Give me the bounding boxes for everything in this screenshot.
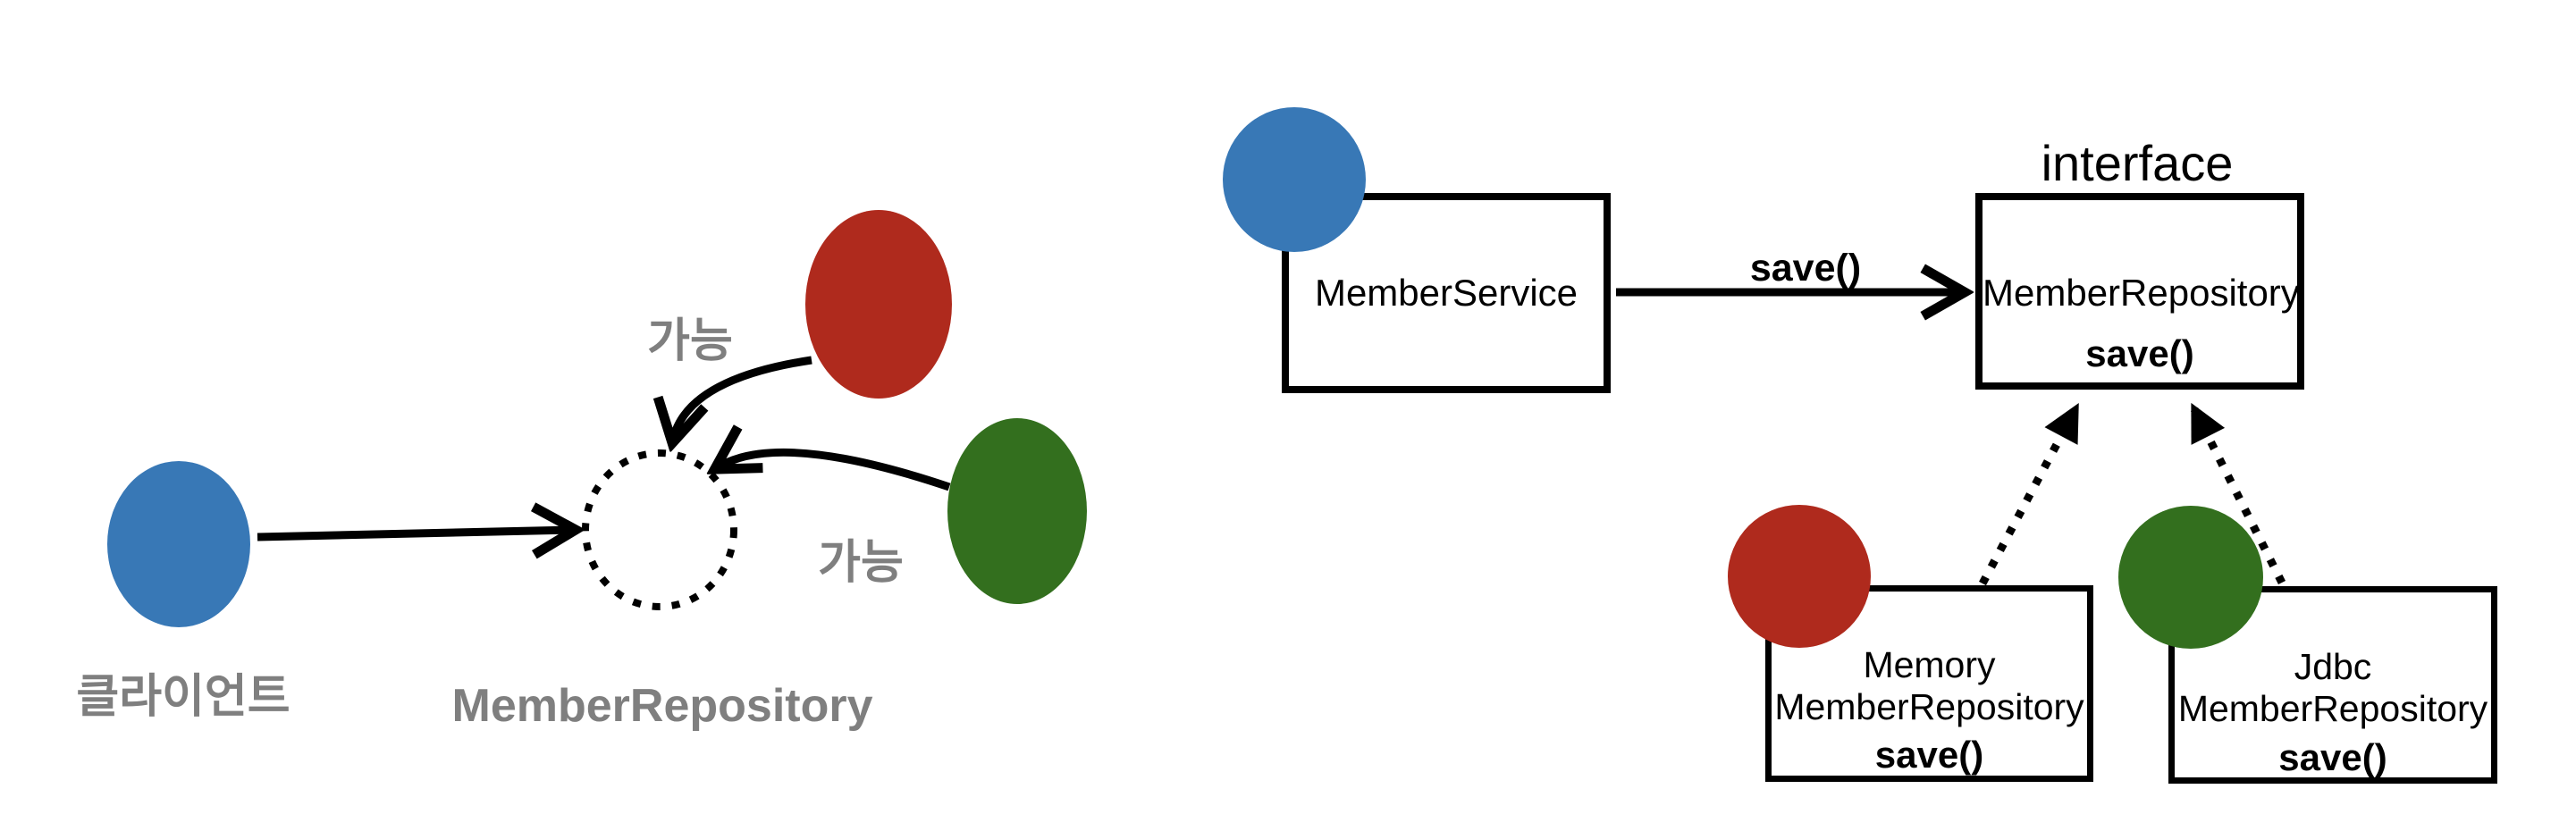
abstract-repository-dotted-circle — [582, 449, 737, 610]
member-service-title: MemberService — [1314, 272, 1578, 314]
jdbc-box-line1: Jdbc — [2294, 646, 2372, 687]
possible-bottom-label: 가능 — [818, 537, 904, 589]
member-repository-title: MemberRepository — [1983, 272, 2300, 314]
memory-box-line1: Memory — [1863, 644, 1996, 685]
abstract-repository-label: MemberRepository — [451, 680, 873, 732]
memory-member-repository-box: Memory MemberRepository save() — [1765, 585, 2093, 782]
member-service-ellipse — [1223, 107, 1366, 252]
possible-top-label: 가능 — [647, 315, 733, 367]
memory-box-line2: MemberRepository — [1774, 686, 2084, 727]
red-impl-ellipse — [805, 210, 952, 399]
interface-stereotype-label: interface — [2041, 135, 2234, 191]
member-repository-box: MemberRepository save() — [1975, 193, 2304, 390]
jdbc-box-line2: MemberRepository — [2177, 688, 2488, 729]
memory-realization-dotted-arrow — [1979, 402, 2079, 586]
red-impl-curved-arrow — [673, 356, 812, 440]
memory-impl-ellipse — [1728, 505, 1871, 648]
client-label: 클라이언트 — [76, 671, 290, 723]
memory-box-method: save() — [1874, 734, 1984, 776]
jdbc-box-method: save() — [2278, 736, 2387, 778]
client-ellipse — [107, 461, 250, 627]
jdbc-realization-dotted-arrow — [2190, 402, 2286, 585]
client-to-repository-arrow — [257, 530, 572, 537]
save-arrow-label: save() — [1749, 247, 1862, 290]
jdbc-impl-ellipse — [2118, 506, 2263, 649]
member-service-box: MemberService — [1282, 193, 1611, 393]
green-impl-ellipse — [947, 418, 1087, 604]
green-impl-curved-arrow — [718, 452, 951, 491]
member-repository-method: save() — [2085, 332, 2194, 374]
